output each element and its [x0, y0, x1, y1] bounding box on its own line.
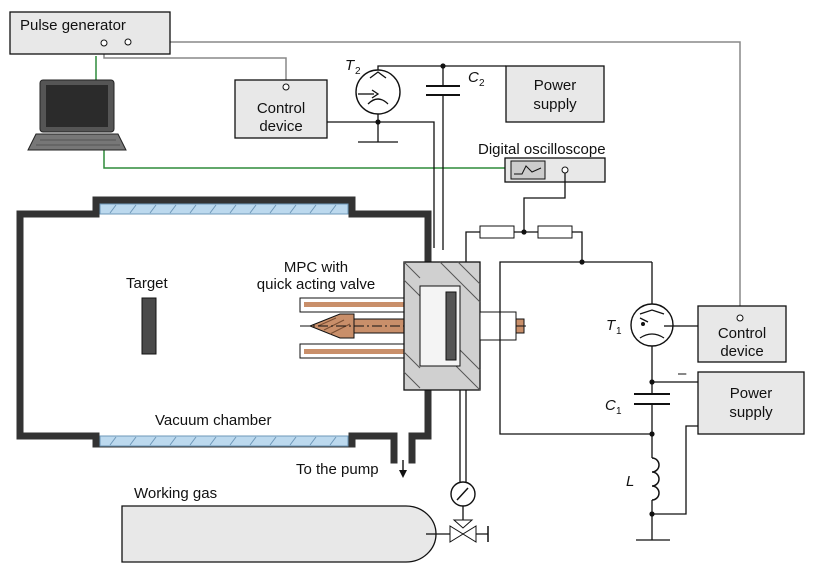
valve-slider — [445, 291, 457, 361]
inductor-coil — [651, 457, 660, 501]
target: Target — [126, 275, 169, 355]
gas-valve — [462, 525, 477, 543]
control-device-right-label-1: Control — [718, 325, 766, 342]
power-supply-right-label-2: supply — [729, 404, 773, 421]
target-label: Target — [126, 275, 169, 292]
laptop-screen — [46, 85, 108, 127]
t2-label: T — [345, 57, 356, 74]
control-device-right-port — [736, 314, 744, 322]
control-device-top-port — [282, 83, 290, 91]
output-port-1 — [100, 39, 108, 47]
c2-subscript: 2 — [479, 78, 485, 89]
power-supply-top-label-1: Power — [534, 77, 577, 94]
oscilloscope-label: Digital oscilloscope — [478, 141, 606, 158]
trigger-wire-to-control-device-right — [136, 41, 741, 310]
t2-tube — [355, 69, 401, 115]
minus-sign: – — [678, 365, 687, 382]
control-device-right-label-2: device — [720, 343, 763, 360]
inductor-label: L — [626, 473, 634, 490]
data-wires — [95, 56, 507, 169]
laptop-icon — [27, 79, 127, 151]
chamber-wall-right — [408, 366, 432, 464]
pump-outlet: To the pump — [296, 460, 407, 478]
resistor-2 — [537, 225, 573, 239]
resistor-divider — [465, 173, 583, 262]
gas-feed — [436, 390, 489, 543]
gas-cylinder — [121, 505, 437, 563]
top-circuit-wires — [327, 63, 506, 250]
power-supply-right-box — [697, 371, 805, 435]
c1-subscript: 1 — [616, 406, 622, 417]
thyratron-t1: T 1 — [606, 303, 680, 347]
control-device-top-label-1: Control — [257, 100, 305, 117]
laptop-keyboard — [27, 133, 127, 151]
top-window — [99, 203, 349, 215]
power-supply-top-label-2: supply — [533, 96, 577, 113]
working-gas-label: Working gas — [134, 485, 217, 502]
resistor-1 — [479, 225, 515, 239]
pulse-generator-box — [9, 11, 171, 55]
oscilloscope-probe-port — [561, 166, 569, 174]
control-device-right: Control device — [697, 305, 787, 363]
pulse-generator-label: Pulse generator — [20, 17, 126, 34]
chamber-wall-left — [16, 202, 100, 448]
c2-label: C — [468, 69, 479, 86]
control-device-top-box — [234, 79, 328, 139]
t1-tube — [630, 303, 674, 347]
vacuum-chamber: Vacuum chamber — [16, 196, 432, 464]
t1-label: T — [606, 317, 617, 334]
control-device-top-label-2: device — [259, 118, 302, 135]
capacitor-c2: C 2 — [426, 69, 485, 96]
valve-handle — [452, 519, 474, 529]
power-supply-right-label-1: Power — [730, 385, 773, 402]
mpc-assembly: MPC with quick acting valve — [257, 259, 528, 391]
digital-oscilloscope: Digital oscilloscope — [478, 141, 606, 183]
power-supply-right: Power supply — [697, 371, 805, 435]
bottom-window — [99, 435, 349, 447]
t1-subscript: 1 — [616, 326, 622, 337]
chamber-wall-top — [92, 196, 432, 262]
mpc-label-2: quick acting valve — [257, 276, 375, 293]
to-the-pump-label: To the pump — [296, 461, 379, 478]
pulse-generator: Pulse generator — [9, 11, 171, 55]
output-port-2 — [124, 38, 132, 46]
oscilloscope-screen — [510, 160, 546, 180]
inductor-l: L — [626, 457, 660, 501]
control-device-top: Control device — [234, 79, 328, 139]
mpc-end-cap — [479, 311, 517, 341]
c1-label: C — [605, 397, 616, 414]
target-plate — [141, 297, 157, 355]
t2-subscript: 2 — [355, 66, 361, 77]
capacitor-c1: C 1 – — [605, 365, 687, 417]
working-gas-cylinder: Working gas — [121, 485, 437, 563]
power-supply-top-box — [505, 65, 605, 123]
pump-arrow-icon — [399, 470, 407, 478]
mpc-label-1: MPC with — [284, 259, 348, 276]
right-circuit-wires — [499, 259, 698, 541]
vacuum-chamber-label: Vacuum chamber — [155, 412, 271, 429]
power-supply-top: Power supply — [505, 65, 605, 123]
laptop-to-oscilloscope-wire — [103, 150, 507, 169]
